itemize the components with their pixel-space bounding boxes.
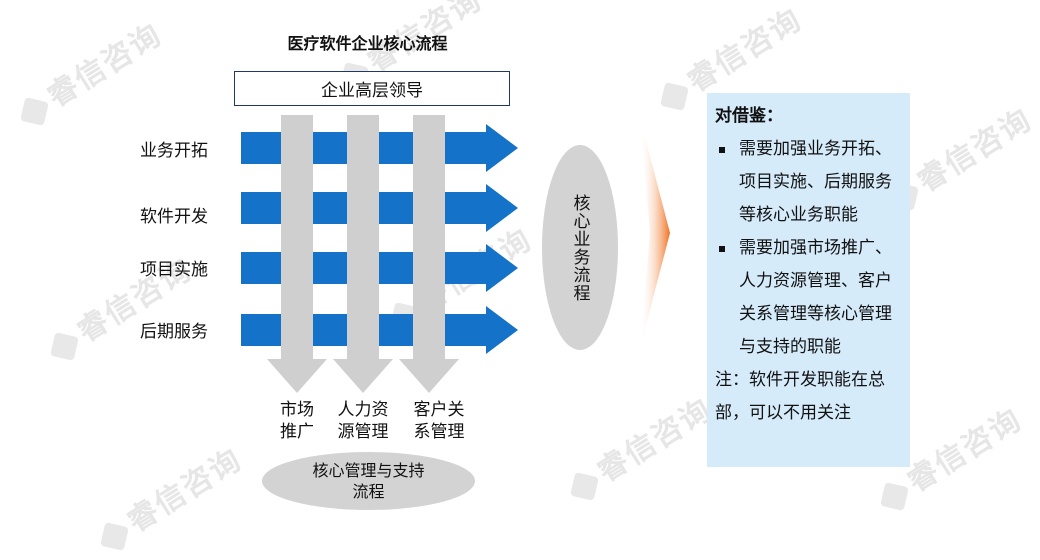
leadership-box: 企业高层领导: [234, 71, 510, 106]
marketing-arrow: [281, 115, 313, 359]
project-implementation-arrowhead: [486, 244, 518, 292]
core-support-label-line1: 核心管理与支持: [312, 461, 425, 480]
leadership-label: 企业高层领导: [321, 81, 423, 101]
watermark: 睿信咨询: [90, 435, 249, 557]
watermark-logo-icon: [49, 331, 79, 361]
software-development-arrowhead: [486, 184, 518, 232]
lessons-note: 注：软件开发职能在总部，可以不用关注: [715, 370, 885, 423]
watermark-logo-icon: [569, 471, 599, 501]
hr-management-arrow: [347, 115, 379, 359]
lesson-item: 需要加强市场推广、人力资源管理、客户关系管理等核心管理与支持的职能: [715, 232, 902, 364]
watermark-logo-icon: [19, 96, 49, 126]
row-label-software-development: 软件开发: [140, 207, 208, 227]
square-bullet-icon: [719, 147, 725, 153]
row-label-business-development: 业务开拓: [140, 141, 208, 161]
square-bullet-icon: [719, 246, 725, 252]
watermark: 睿信咨询: [10, 10, 169, 132]
watermark-logo-icon: [99, 521, 129, 551]
hr-management-arrowhead: [333, 359, 393, 393]
core-support-label-line2: 流程: [352, 482, 385, 501]
lesson-text: 需要加强业务开拓、项目实施、后期服务等核心业务职能: [739, 139, 892, 225]
lessons-panel: 对借鉴： 需要加强业务开拓、项目实施、后期服务等核心业务职能 需要加强市场推广、…: [707, 93, 910, 467]
crm-arrowhead: [399, 359, 459, 393]
lesson-text: 需要加强市场推广、人力资源管理、客户关系管理等核心管理与支持的职能: [739, 238, 892, 357]
watermark-logo-icon: [879, 481, 909, 511]
crm-arrow: [413, 115, 445, 359]
core-business-ellipse: 核心业务流程: [542, 145, 618, 350]
row-label-after-sales-service: 后期服务: [140, 322, 208, 342]
diagram-title: 医疗软件企业核心流程: [287, 34, 448, 53]
core-support-ellipse: 核心管理与支持 流程: [262, 452, 475, 510]
lesson-item: 需要加强业务开拓、项目实施、后期服务等核心业务职能: [715, 133, 902, 232]
watermark-logo-icon: [659, 81, 689, 111]
lessons-heading: 对借鉴：: [715, 106, 783, 126]
column-label-hr-management: 人力资 源管理: [337, 400, 389, 442]
core-business-label: 核心业务流程: [569, 193, 590, 302]
row-label-project-implementation: 项目实施: [140, 260, 208, 280]
watermark: 睿信咨询: [560, 385, 719, 507]
marketing-arrowhead: [267, 359, 327, 393]
orange-chevron-icon: [640, 118, 670, 348]
column-label-crm: 客户关 系管理: [413, 400, 465, 442]
business-development-arrowhead: [486, 124, 518, 172]
after-sales-service-arrowhead: [486, 306, 518, 354]
column-label-marketing: 市场 推广: [280, 400, 314, 442]
